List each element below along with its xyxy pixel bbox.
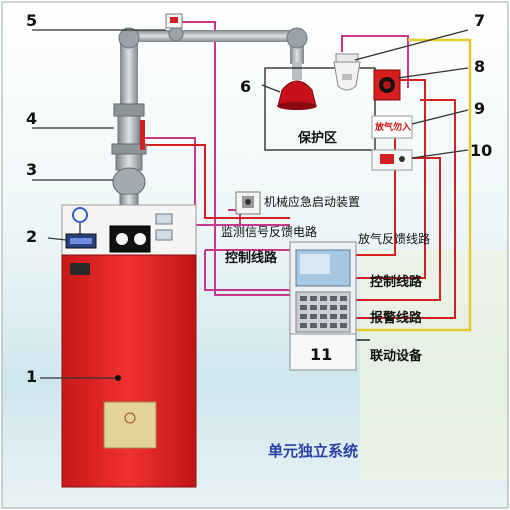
linkage-device-label: 联动设备 [370,348,423,364]
callout-number-2: 2 [26,227,37,246]
mechanical-start-device [235,191,261,215]
callout-leaders [32,29,469,379]
pressure-switch [165,13,183,29]
protection-zone-box [264,67,376,151]
callout-number-4: 4 [26,109,37,128]
smoke-detector [333,53,361,91]
alarm-line-label: 报警线路 [370,310,423,326]
pink-wiring [145,21,409,296]
control-line-left-label: 控制线路 [225,250,278,266]
manual-start-device-label: 机械应急启动装置 [264,194,360,209]
callout-number-11: 11 [310,345,332,364]
release-sign-label: 放气勿入 [374,121,411,133]
callout-number-1: 1 [26,367,37,386]
discharge-pipe [118,26,308,106]
release-warning-sign: 放气勿入 [371,115,413,139]
manual-start-button [371,149,413,171]
release-feedback-label: 放气反馈线路 [358,231,430,246]
yellow-wiring [355,38,472,332]
background-light-band [360,250,508,480]
red-wiring [145,79,456,319]
callout-number-3: 3 [26,160,37,179]
control-line-right-label: 控制线路 [370,274,423,290]
agent-cabinet [61,204,197,488]
fire-control-panel [289,241,357,371]
callout-number-8: 8 [474,57,485,76]
system-title: 单元独立系统 [268,442,358,460]
protection-zone-label: 保护区 [297,130,337,146]
monitor-feedback-label: 监测信号反馈电路 [221,224,317,239]
nozzle [277,62,317,110]
callout-number-9: 9 [474,99,485,118]
callout-number-7: 7 [474,11,485,30]
valve-stack [111,103,147,209]
cabinet-callout-dot [115,375,121,381]
alarm-bell [373,69,401,101]
callout-number-10: 10 [470,141,492,160]
callout-number-6: 6 [240,77,251,96]
callout-number-5: 5 [26,11,37,30]
